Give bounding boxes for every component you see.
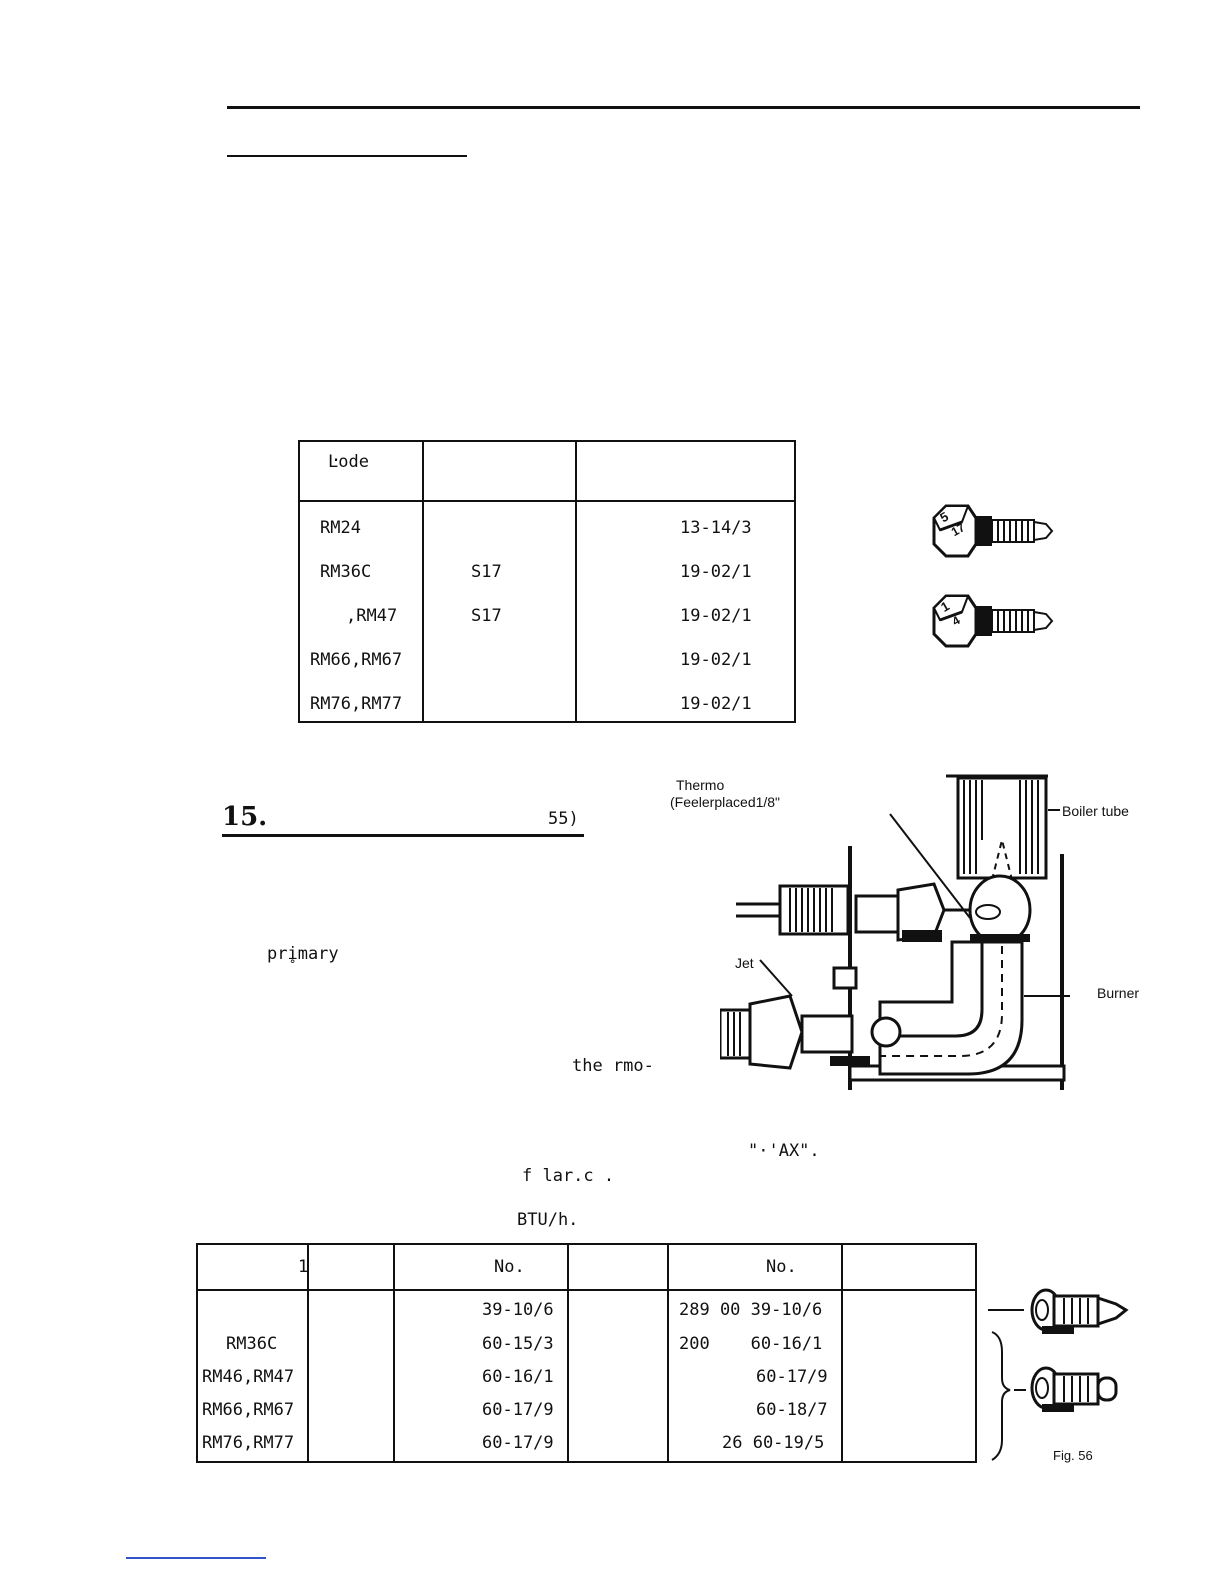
table2-row2-part-a: 60-15/3 (482, 1334, 554, 1354)
table2-header-no-1: No. (494, 1257, 525, 1277)
label-jet: Jet (735, 955, 754, 971)
table2-col-divider-2 (393, 1245, 395, 1461)
label-thermo: Thermo (676, 777, 725, 793)
label-boiler-tube: Boiler tube (1062, 803, 1129, 819)
table2-row1-part-b: 289 00 39-10/6 (679, 1300, 823, 1320)
section-heading-rule (222, 834, 584, 837)
table1-row2-part: 19-02/1 (680, 562, 752, 582)
table2-row5-part-b: 26 60-19/5 (722, 1433, 825, 1453)
text-max: "·'AX". (748, 1141, 820, 1161)
table1-row3-model: ,RM47 (346, 606, 398, 626)
table1-row2-model: RM36C (320, 562, 372, 582)
label-burner: Burner (1097, 985, 1140, 1001)
table1-row1-model: RM24 (320, 518, 361, 538)
table2-row4-model: RM66,RM67 (202, 1400, 295, 1420)
jet-icon-2: 1 4 (932, 594, 1054, 648)
table2-row3-part-b: 60-17/9 (756, 1367, 828, 1387)
table1-row4-part: 19-02/1 (680, 650, 752, 670)
text-primary: pri̥mary (267, 944, 339, 964)
table1-row2-jet: S17 (471, 562, 502, 582)
text-btu: BTU/h. (517, 1210, 579, 1230)
jet-table-1: Ŀode RM24 13-14/3 RM36C S17 19-02/1 ,RM4… (298, 440, 796, 723)
section-heading-tail: 55) (548, 809, 579, 829)
table1-row1-part: 13-14/3 (680, 518, 752, 538)
table1-row4-model: RM66,RM67 (310, 650, 403, 670)
table2-row2-part-b: 200 60-16/1 (679, 1334, 823, 1354)
table2-row2-model: RM36C (226, 1334, 278, 1354)
label-feeler: (Feelerplaced1/8" (670, 794, 781, 810)
table2-row5-model: RM76,RM77 (202, 1433, 295, 1453)
table2-col-divider-4 (667, 1245, 669, 1461)
jet-icon-1: 5 17 (932, 504, 1054, 558)
table2-col-divider-1 (307, 1245, 309, 1461)
jet1-mark-b: 17 (949, 520, 968, 539)
table2-header-divider (198, 1289, 975, 1291)
table2-row4-part-a: 60-17/9 (482, 1400, 554, 1420)
table1-row3-part: 19-02/1 (680, 606, 752, 626)
text-thermo: the rmo- (572, 1056, 654, 1076)
top-rule-short (227, 155, 467, 157)
jet-icons-lower (988, 1288, 1129, 1461)
figure-caption: Fig. 56 (1053, 1448, 1093, 1463)
table1-col-divider-1 (422, 442, 424, 721)
table1-header-divider (300, 500, 794, 502)
text-flame: f lar.c . (522, 1166, 615, 1186)
table1-row5-part: 19-02/1 (680, 694, 752, 714)
table2-col-divider-5 (841, 1245, 843, 1461)
section-number: 15. (222, 802, 268, 832)
table2-row1-part-a: 39-10/6 (482, 1300, 554, 1320)
table1-col-divider-2 (575, 442, 577, 721)
table1-row3-jet: S17 (471, 606, 502, 626)
jet-table-2: 1 No. No. 39-10/6 289 00 39-10/6 RM36C 6… (196, 1243, 977, 1463)
table2-row4-part-b: 60-18/7 (756, 1400, 828, 1420)
jet-icon-4 (1030, 1366, 1118, 1412)
table2-row5-part-a: 60-17/9 (482, 1433, 554, 1453)
table2-header-model: 1 (298, 1257, 309, 1277)
burner-diagram (720, 774, 1070, 1090)
table1-row5-model: RM76,RM77 (310, 694, 403, 714)
table2-row3-model: RM46,RM47 (202, 1367, 295, 1387)
bottom-link-line (126, 1557, 266, 1559)
table2-header-no-2: No. (766, 1257, 797, 1277)
jet-icon-3 (1030, 1288, 1129, 1334)
top-rule-long (227, 106, 1140, 109)
table2-col-divider-3 (567, 1245, 569, 1461)
table1-header-model: Ŀode (328, 452, 369, 472)
table2-row3-part-a: 60-16/1 (482, 1367, 554, 1387)
